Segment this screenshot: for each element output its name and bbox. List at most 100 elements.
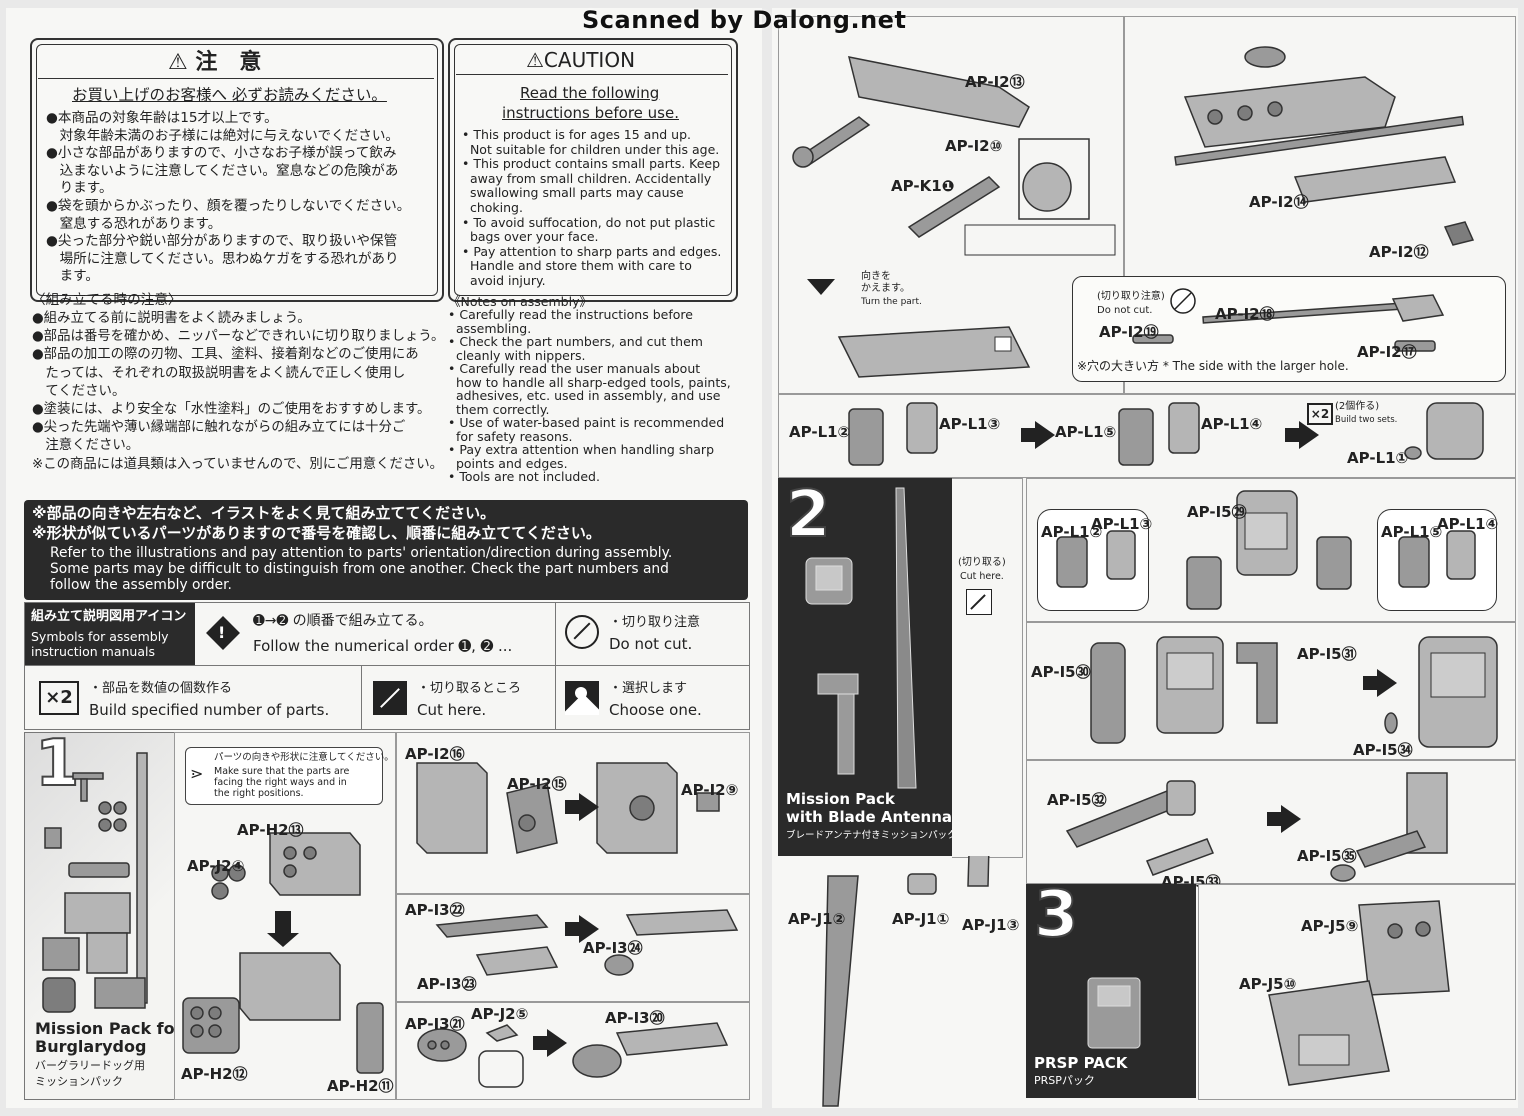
part-label: AP-I3㉓ xyxy=(417,975,477,993)
text-line: Not suitable for children under this age… xyxy=(462,141,720,157)
part-label: AP-I5㉞ xyxy=(1353,741,1413,759)
build-two-en: Build two sets. xyxy=(1335,415,1398,425)
part-label: AP-I5㉚ xyxy=(1031,663,1091,681)
part-label: AP-H2⑬ xyxy=(237,821,304,839)
top-assembly-a-illustration xyxy=(792,56,1116,378)
part-label: AP-J5⑩ xyxy=(1239,975,1297,993)
step-arrow-icon xyxy=(1021,421,1055,449)
text-line: ●尖った部分や鋭い部分がありますので、取り扱いや保管 xyxy=(46,233,398,250)
section-2-sidebar: 2 Mission Pack with Blade Antenna ブレードアン… xyxy=(778,478,952,856)
section-2-step-b-illustration xyxy=(1090,636,1498,748)
cut-here-jp: (切り取る) xyxy=(958,557,1006,568)
text-line: • Tools are not included. xyxy=(448,469,600,484)
section-1-step-c: AP-I3㉒ AP-I3㉓ AP-I3㉔ xyxy=(396,894,750,1002)
section-1-title-jp-2: ミッションパック xyxy=(35,1075,123,1088)
notice-en-1: Refer to the illustrations and pay atten… xyxy=(50,545,673,561)
turn-part-en: Turn the part. xyxy=(861,297,922,307)
section-2-title-jp: ブレードアンテナ付きミッションパック xyxy=(786,830,952,841)
text-line: ●尖った先端や薄い縁端部に触れながらの組み立てには十分ご xyxy=(32,420,406,436)
legend-order-jp: ➊→➋ の順番で組み立てる。 xyxy=(253,613,433,629)
legend-order-en: Follow the numerical order ➊, ➋ ... xyxy=(253,637,513,655)
text-line: ●組み立てる前に説明書をよく読みましょう。 xyxy=(32,311,311,326)
part-label: AP-L1② xyxy=(1041,523,1103,541)
step-arrow-icon xyxy=(565,915,599,943)
part-label: AP-I2⑫ xyxy=(1369,243,1429,261)
text-line: choking. xyxy=(462,199,523,215)
section-2-step-a-illustration xyxy=(1056,490,1476,610)
text-line: ●袋を頭からかぶったり、顔を覆ったりしないでください。 xyxy=(46,197,411,214)
section-2-step-c: AP-I5㉜ AP-I5㉝ AP-I5㉟ xyxy=(1026,760,1516,891)
text-line: • This product contains small parts. Kee… xyxy=(462,156,721,172)
orientation-note: ⋗ パーツの向きや形状に注意してください。 Make sure that the… xyxy=(185,747,394,805)
text-line: 場所に注意してください。思わぬケガをする恐れがあり xyxy=(46,250,399,267)
text-line: • Use of water-based paint is recommende… xyxy=(448,415,725,430)
part-label: AP-I2⑨ xyxy=(681,781,739,799)
section-1-step-b: AP-I2⑯ AP-I2⑮ AP-I2⑨ xyxy=(396,732,750,894)
x2-icon: ×2 xyxy=(39,681,79,715)
section-3-sidebar: 3 PRSP PACK PRSPパック xyxy=(1026,884,1196,1098)
part-label: AP-J2⑤ xyxy=(471,1005,529,1023)
part-label: AP-I2⑬ xyxy=(965,73,1025,91)
section-1-step-d: AP-I3㉑ AP-J2⑤ AP-I3⑳ xyxy=(396,1002,750,1100)
text-line: assembling. xyxy=(448,320,532,336)
cut-here-en: Cut here. xyxy=(960,571,1004,582)
step-arrow-icon xyxy=(565,793,599,821)
larger-hole-note: ※穴の大きい方 * The side with the larger hole. xyxy=(1077,359,1349,373)
section-1-sidebar: 1 Mission Pack for Burglarydog バーグラリードッグ… xyxy=(24,732,176,1100)
part-label: AP-I3㉔ xyxy=(583,939,643,957)
text-line: bags over your face. xyxy=(462,229,599,245)
notice-banner: ※部品の向きや左右など、イラストをよく見て組み立ててください。 ※形状が似ている… xyxy=(24,500,748,600)
orientation-note-en-3: the right positions. xyxy=(214,788,304,799)
part-label: AP-H2⑫ xyxy=(181,1065,248,1083)
text-line: ●塗装には、より安全な「水性塗料」のご使用をおすすめします。 xyxy=(32,402,431,418)
section-1-step-d-illustration xyxy=(417,1022,729,1088)
caution-jp-lines: ●本商品の対象年齢は15才以上です。 対象年齢未満のお子様には絶対に与えないでく… xyxy=(46,110,410,286)
section-3-step: AP-J5⑨ AP-J5⑩ xyxy=(1198,884,1516,1100)
caution-en-title: ⚠CAUTION xyxy=(526,48,636,72)
top-assembly-b-illustration xyxy=(1174,46,1475,246)
text-line: ます。 xyxy=(46,268,100,285)
icons-legend: 組み立て説明図用アイコン Symbols for assembly instru… xyxy=(24,602,750,730)
section-3-title-jp: PRSPパック xyxy=(1034,1074,1095,1087)
legend-nocut-jp: ・切り取り注意 xyxy=(609,615,701,630)
text-line: たっては、それぞれの取扱説明書をよく読んで正しく使用し xyxy=(32,365,406,381)
part-label: AP-H2⑪ xyxy=(327,1077,394,1095)
text-line: ●部品は番号を確かめ、ニッパーなどできれいに切り取りましょう。 xyxy=(32,329,445,345)
step-arrow-icon xyxy=(533,1029,567,1057)
text-line: • Pay attention to sharp parts and edges… xyxy=(462,243,722,259)
text-line: away from small children. Accidentally xyxy=(462,170,712,186)
text-line: ●小さな部品がありますので、小さなお子様が誤って飲み xyxy=(46,145,397,162)
legend-nocut-en: Do not cut. xyxy=(609,635,693,653)
section-1-parts-illustration xyxy=(42,752,148,1013)
assembly-notes-jp-title: 〈組み立てる時の注意〉 xyxy=(32,292,182,308)
top-assembly-a: AP-I2⑬ AP-I2⑩ AP-K1❶ 向きを かえます。 Turn the … xyxy=(778,16,1124,394)
section-1-title-jp-1: バーグラリードッグ用 xyxy=(35,1059,145,1072)
section-3-title: PRSP PACK xyxy=(1034,1054,1128,1072)
caution-en-subtitle-1: Read the following xyxy=(520,84,660,102)
part-label: AP-K1❶ xyxy=(891,177,955,195)
assembly-notes-jp-lines: ●組み立てる前に説明書をよく読みましょう。 ●部品は番号を確かめ、ニッパーなどでき… xyxy=(32,310,444,474)
part-label: AP-J1③ xyxy=(962,916,1020,934)
part-label: AP-I2⑮ xyxy=(507,775,567,793)
caution-jp-subtitle: お買い上げのお客様へ 必ずお読みください。 xyxy=(72,86,387,104)
text-line: • Pay extra attention when handling shar… xyxy=(448,442,715,457)
text-line: ●本商品の対象年齢は15才以上です。 xyxy=(46,110,278,126)
section-2-number: 2 xyxy=(785,478,832,553)
text-line: • To avoid suffocation, do not put plast… xyxy=(462,214,716,230)
part-label: AP-L1③ xyxy=(939,415,1001,433)
cut-here-icon xyxy=(966,589,992,615)
text-line: 対象年齢未満のお子様には絶対に与えないでください。 xyxy=(46,127,400,144)
caution-en-subtitle-2: instructions before use. xyxy=(502,104,679,122)
step-arrow-icon xyxy=(1363,669,1397,697)
text-line: • Check the part numbers, and cut them xyxy=(448,334,703,349)
part-label: AP-I3㉑ xyxy=(405,1015,465,1033)
section-2-title-1: Mission Pack xyxy=(786,790,895,808)
l1-bubble-right xyxy=(1377,509,1497,611)
text-line: • Carefully read the user manuals about xyxy=(448,361,701,376)
right-page: AP-I2⑬ AP-I2⑩ AP-K1❶ 向きを かえます。 Turn the … xyxy=(772,8,1518,1108)
section-1-title-2: Burglarydog xyxy=(35,1037,147,1056)
choose-one-icon xyxy=(565,681,599,715)
legend-cut-en: Cut here. xyxy=(417,701,487,719)
part-label: AP-L1⑤ xyxy=(1381,523,1443,541)
part-label: AP-I5㉛ xyxy=(1297,645,1357,663)
